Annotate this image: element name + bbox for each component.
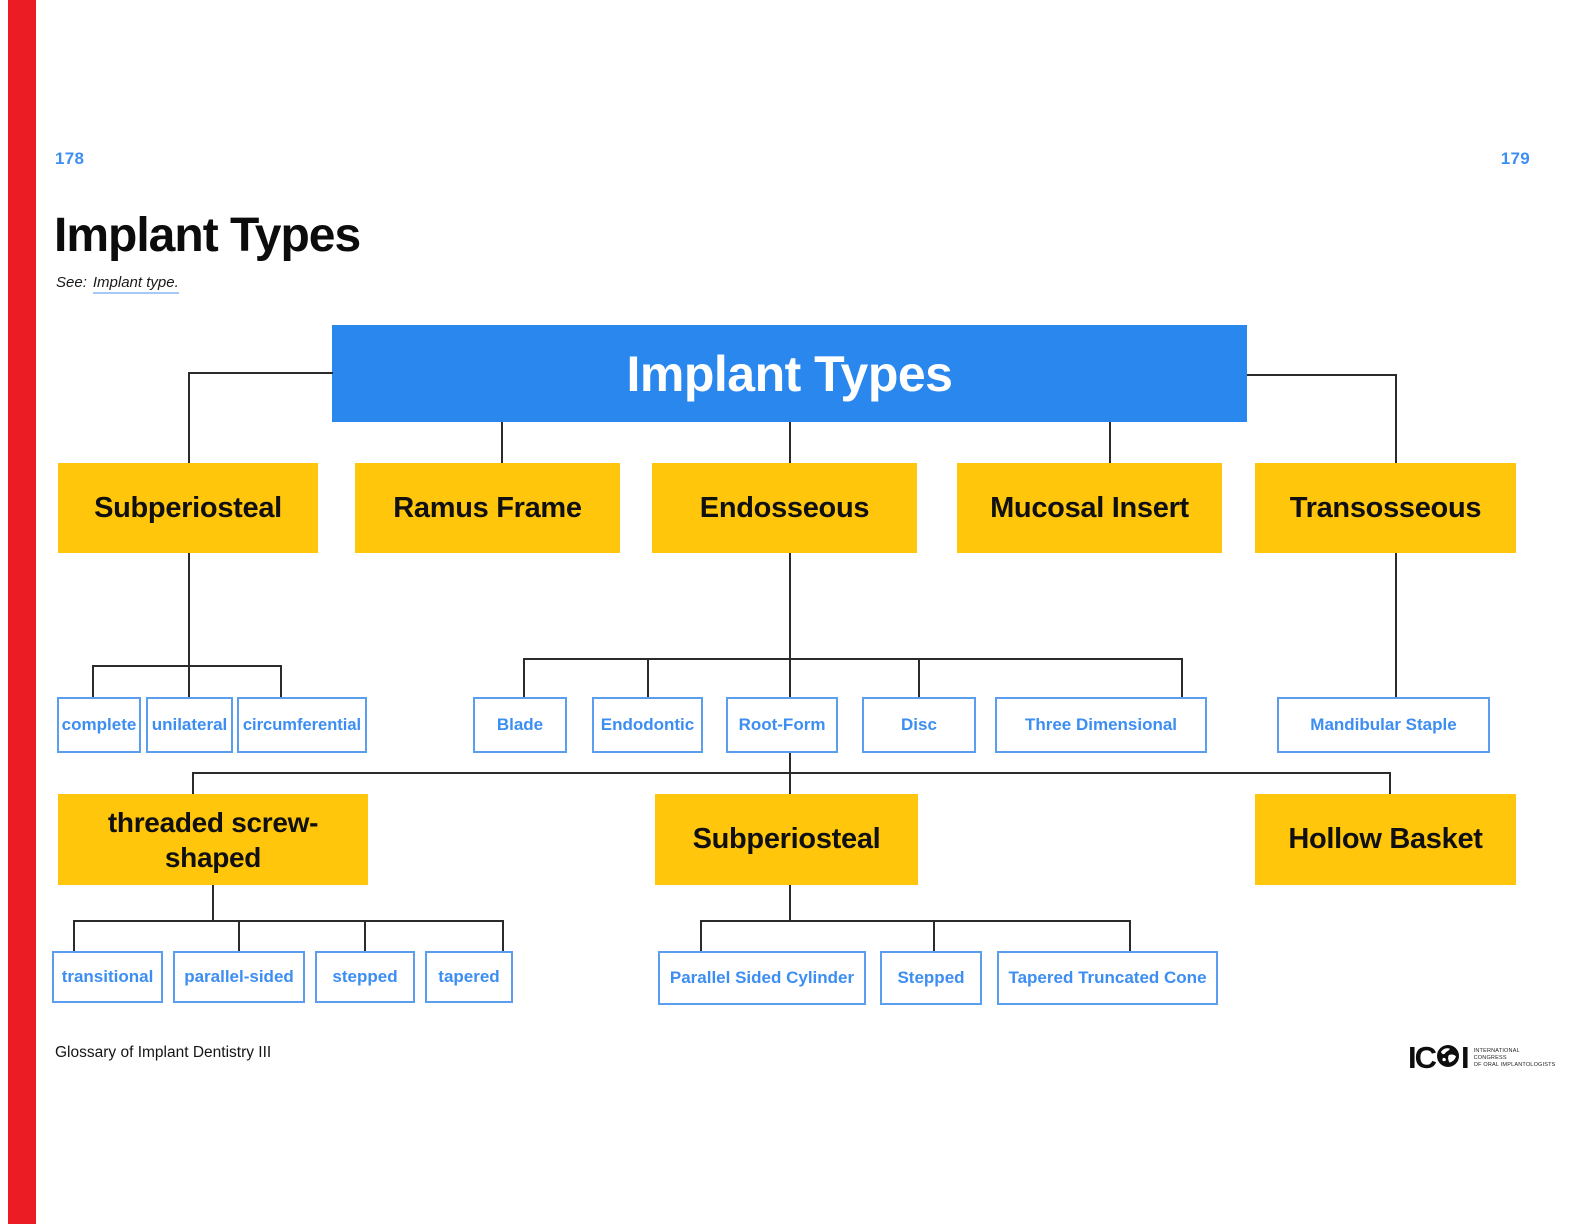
- connector: [502, 920, 504, 951]
- node-transitional: transitional: [52, 951, 163, 1003]
- connector: [1389, 772, 1391, 794]
- node-circumferential: circumferential: [237, 697, 367, 753]
- connector: [192, 772, 1391, 774]
- connector: [1395, 553, 1397, 697]
- connector: [647, 658, 649, 697]
- connector: [92, 665, 94, 697]
- node-endodontic: Endodontic: [592, 697, 703, 753]
- page-title: Implant Types: [54, 209, 361, 262]
- connector: [280, 665, 282, 697]
- connector: [501, 422, 503, 463]
- connector: [933, 920, 935, 951]
- icoi-text-line3: of Oral Implantologists: [1473, 1061, 1556, 1068]
- see-link: Implant type.: [92, 274, 179, 294]
- node-complete: complete: [57, 697, 141, 753]
- node-mucosal-insert: Mucosal Insert: [957, 463, 1222, 553]
- node-hollow-basket: Hollow Basket: [1255, 794, 1516, 885]
- node-unilateral: unilateral: [146, 697, 233, 753]
- node-three-dimensional: Three Dimensional: [995, 697, 1207, 753]
- node-stepped: stepped: [315, 951, 415, 1003]
- connector: [523, 658, 525, 697]
- connector: [92, 665, 282, 667]
- connector: [1129, 920, 1131, 951]
- connector: [789, 658, 791, 697]
- node-threaded-screw-shaped: threaded screw-shaped: [58, 794, 368, 885]
- connector: [523, 658, 1183, 660]
- connector: [700, 920, 702, 951]
- connector: [188, 372, 333, 374]
- connector: [188, 372, 190, 463]
- node-disc: Disc: [862, 697, 976, 753]
- node-ramus-frame: Ramus Frame: [355, 463, 620, 553]
- node-root-form: Root-Form: [726, 697, 838, 753]
- icoi-logo: IC I International Congress of Oral Impl…: [1408, 1040, 1556, 1076]
- icoi-letters-left: IC: [1408, 1040, 1437, 1075]
- connector: [364, 920, 366, 951]
- node-subperiosteal-2: Subperiosteal: [655, 794, 918, 885]
- connector: [1181, 658, 1183, 697]
- node-stepped-2: Stepped: [880, 951, 982, 1005]
- connector: [789, 422, 791, 463]
- connector: [789, 885, 791, 922]
- footer-title: Glossary of Implant Dentistry III: [55, 1044, 272, 1061]
- connector: [212, 885, 214, 922]
- icoi-text-line1: International: [1473, 1047, 1520, 1054]
- node-parallel-sided: parallel-sided: [173, 951, 305, 1003]
- connector: [789, 553, 791, 660]
- connector: [700, 920, 1131, 922]
- node-endosseous: Endosseous: [652, 463, 917, 553]
- icoi-logo-text: International Congress of Oral Implantol…: [1474, 1048, 1556, 1069]
- node-transosseous: Transosseous: [1255, 463, 1516, 553]
- node-tapered: tapered: [425, 951, 513, 1003]
- connector: [73, 920, 504, 922]
- connector: [188, 553, 190, 697]
- page-number-right: 179: [1500, 149, 1530, 168]
- node-tapered-truncated-cone: Tapered Truncated Cone: [997, 951, 1218, 1005]
- see-reference: See: Implant type.: [56, 274, 179, 294]
- see-prefix: See:: [56, 274, 87, 291]
- connector: [1395, 374, 1397, 463]
- connector: [789, 753, 791, 774]
- connector: [192, 772, 194, 794]
- diagram-root-node: Implant Types: [332, 325, 1247, 422]
- icoi-letters: IC I: [1408, 1040, 1470, 1076]
- icoi-letters-right: I: [1461, 1040, 1470, 1075]
- node-blade: Blade: [473, 697, 567, 753]
- connector: [789, 772, 791, 794]
- node-subperiosteal: Subperiosteal: [58, 463, 318, 553]
- connector: [73, 920, 75, 951]
- connector: [1109, 422, 1111, 463]
- page-number-left: 178: [55, 149, 85, 168]
- connector: [918, 658, 920, 697]
- node-parallel-sided-cylinder: Parallel Sided Cylinder: [658, 951, 866, 1005]
- page-edge-tab: [8, 0, 36, 1224]
- globe-icon: [1436, 1040, 1460, 1076]
- connector: [1247, 374, 1397, 376]
- connector: [238, 920, 240, 951]
- icoi-text-line2: Congress: [1473, 1054, 1507, 1061]
- node-mandibular-staple: Mandibular Staple: [1277, 697, 1490, 753]
